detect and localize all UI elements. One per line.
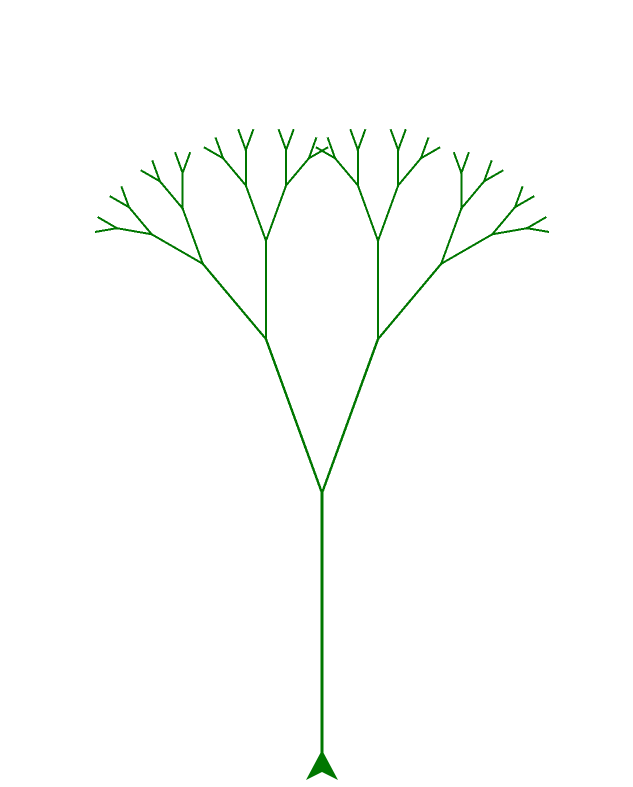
tree-branch-brlrr bbox=[398, 158, 421, 185]
tree-branch-blllll bbox=[96, 228, 117, 232]
tree-branch-brr bbox=[378, 264, 441, 339]
tree-branch-blrr bbox=[266, 185, 286, 240]
tree-branch-brrl bbox=[441, 208, 461, 263]
tree-branch-blrrr bbox=[286, 158, 309, 185]
tree-branch-bllrrr bbox=[183, 153, 190, 173]
tree-branch-blrrlr bbox=[286, 130, 293, 150]
tree-branch-brllrl bbox=[351, 130, 358, 150]
tree-branch-brrrrl bbox=[527, 218, 545, 229]
tree-branch-brll bbox=[358, 185, 378, 240]
tree-branch-brlr bbox=[378, 185, 398, 240]
tree-branch-blrl bbox=[246, 185, 266, 240]
tree-branch-bllrrl bbox=[175, 153, 182, 173]
tree-branch-brrllr bbox=[461, 153, 468, 173]
tree-branch-brlrlr bbox=[398, 130, 405, 150]
tree-branch-bll bbox=[203, 264, 266, 339]
tree-branch-blrll bbox=[223, 158, 246, 185]
tree-branch-brlrll bbox=[391, 130, 398, 150]
tree-branch-bllllr bbox=[99, 218, 117, 229]
tree-branch-blrlrl bbox=[239, 130, 246, 150]
tree-branch-bllrl bbox=[160, 181, 183, 208]
tree-branch-brrlll bbox=[454, 153, 461, 173]
tree-branch-brlll bbox=[335, 158, 358, 185]
tree-branch-brllrr bbox=[358, 130, 365, 150]
tree-branch-brrr bbox=[441, 234, 492, 263]
tree-branch-br bbox=[322, 339, 378, 493]
tree-branch-bl bbox=[266, 339, 322, 493]
tree-branch-brrrrr bbox=[527, 228, 548, 232]
turtle-cursor-icon bbox=[306, 750, 338, 780]
tree-branch-blrlrr bbox=[246, 130, 253, 150]
fractal-tree bbox=[96, 130, 548, 766]
tree-branch-bllr bbox=[183, 208, 203, 263]
tree-branch-blrrll bbox=[279, 130, 286, 150]
tree-branch-blll bbox=[152, 234, 203, 263]
tree-branch-brrlr bbox=[461, 181, 484, 208]
